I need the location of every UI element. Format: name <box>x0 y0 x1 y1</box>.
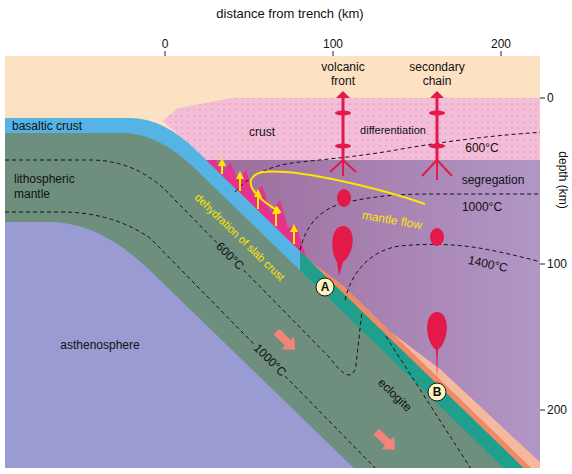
process-label: segregation <box>462 173 525 187</box>
mantle-flow-arrow <box>251 172 425 212</box>
basaltic-crust-band <box>5 118 540 468</box>
magma-conduit <box>436 98 439 162</box>
axis-title: distance from trench (km) <box>216 7 363 21</box>
layer-label: lithospheric mantle <box>14 172 94 202</box>
volcano-label: secondary chain <box>402 60 472 88</box>
dehydration-arrow <box>293 226 295 244</box>
magma-blob <box>430 228 444 246</box>
magma-diapir <box>427 312 447 378</box>
magma-sill <box>429 144 445 149</box>
magma-conduit <box>342 98 345 162</box>
magma-sill <box>335 144 351 149</box>
slab-motion-arrow <box>370 425 401 456</box>
callout-circle: B <box>427 382 447 402</box>
isotherm-label: 1400°C <box>467 253 509 275</box>
layer-label: asthenosphere <box>60 338 139 352</box>
callout-circle: A <box>315 277 335 297</box>
tick-label: 200 <box>491 37 511 51</box>
layer-label: crust <box>249 125 275 139</box>
lithospheric-mantle-slab <box>5 133 540 468</box>
isotherm-line <box>5 160 362 375</box>
magma-sill <box>335 111 351 116</box>
layer-label: basaltic crust <box>12 120 82 133</box>
volcano-cone <box>336 91 350 98</box>
isotherm-line <box>345 244 540 300</box>
axis-tick <box>333 51 334 56</box>
axis-tick <box>540 264 545 265</box>
tick-label: 0 <box>547 91 554 105</box>
eclogite-band <box>300 251 540 468</box>
slab-motion-arrow <box>270 325 301 356</box>
dehydration-arrow <box>239 173 241 191</box>
melt-zone <box>340 283 540 468</box>
isotherm-label: 1000°C <box>462 200 502 214</box>
tick-label: 200 <box>547 403 567 417</box>
volcano-label: volcanic front <box>311 60 375 88</box>
isotherm-label: 600°C <box>465 141 499 155</box>
layer-label: eclogite <box>375 376 414 415</box>
flow-label: mantle flow <box>361 208 423 232</box>
magma-sill <box>429 111 445 116</box>
isotherm-line <box>5 212 380 468</box>
magma-diapir <box>332 226 352 276</box>
tick-label: 100 <box>547 257 567 271</box>
callout-letter: A <box>321 280 330 294</box>
dehydration-arrow <box>221 160 223 174</box>
axis-tick <box>501 51 502 56</box>
dehydration-arrow <box>257 191 259 209</box>
axis-tick <box>165 51 166 56</box>
tick-label: 0 <box>162 37 169 51</box>
magma-roots <box>422 160 452 180</box>
process-label: differentiation <box>360 123 426 137</box>
callout-letter: B <box>433 385 442 399</box>
continental-crust <box>163 98 540 160</box>
axis-title: depth (km) <box>556 151 570 208</box>
circle-shape <box>316 278 334 296</box>
magma-roots <box>330 160 356 176</box>
tick-label: 100 <box>323 37 343 51</box>
axis-tick <box>540 98 545 99</box>
circle-shape <box>428 383 446 401</box>
axis-tick <box>540 410 545 411</box>
volcano-cone <box>430 91 444 98</box>
isotherm-label: 1000°C <box>249 339 290 380</box>
magma-blob <box>337 189 351 207</box>
isotherm-line <box>235 132 540 192</box>
